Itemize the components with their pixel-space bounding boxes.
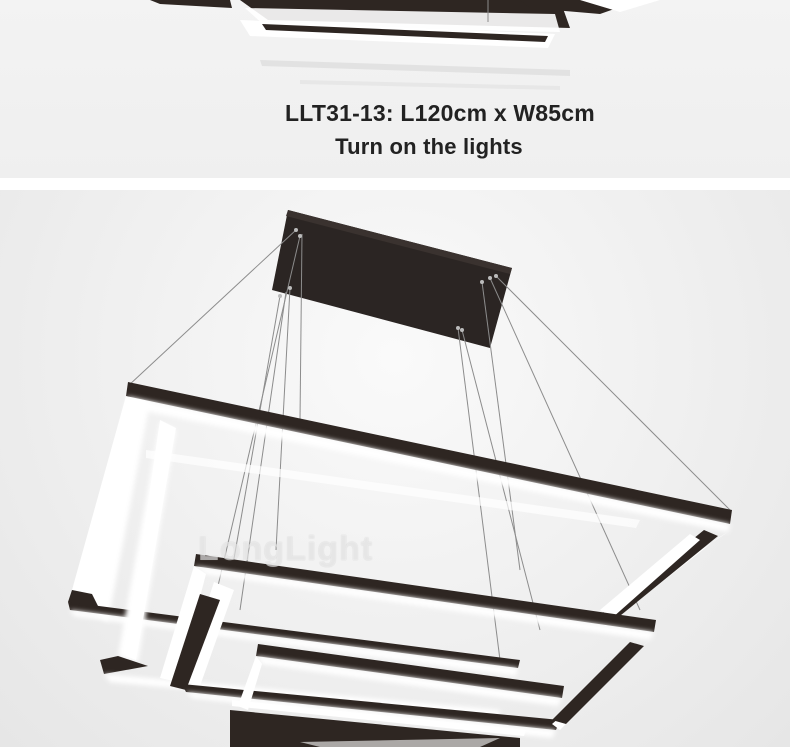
panel-divider [0, 178, 790, 190]
model-size-caption: LLT31-13: L120cm x W85cm [285, 100, 595, 126]
main-product-panel: LongLight [0, 190, 790, 747]
brand-watermark: LongLight [198, 530, 374, 568]
large-ring [68, 382, 732, 676]
small-ring [160, 554, 656, 738]
top-chandelier-image [150, 0, 660, 90]
chandelier-image [68, 210, 732, 747]
ceiling-canopy [272, 210, 512, 348]
top-product-panel: LLT31-13: L120cm x W85cm Turn on the lig… [0, 0, 790, 178]
lights-state-caption: Turn on the lights [335, 134, 523, 159]
inner-ring [230, 644, 564, 747]
